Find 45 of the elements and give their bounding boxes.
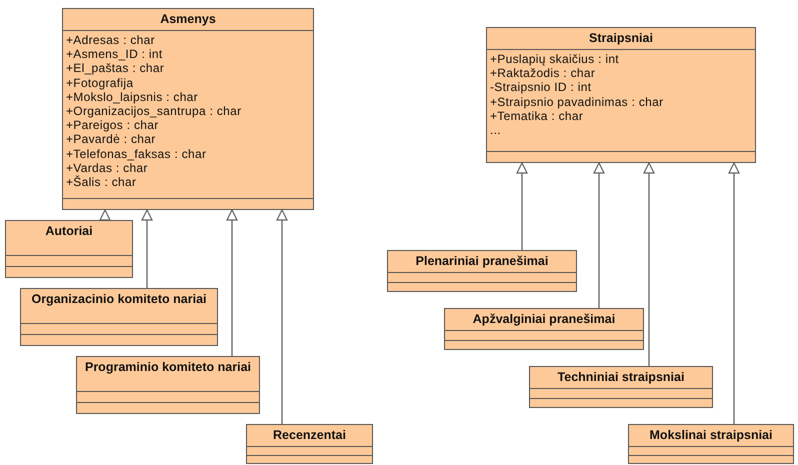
class-box [62,8,314,210]
inheritance-arrow [516,162,528,250]
class-box [444,308,644,350]
attribute-text: +Fotografija [66,76,134,90]
attribute-text: +Telefonas_faksas : char [66,146,208,161]
class-box [76,356,260,414]
class-box [486,27,756,163]
attribute-text: +Asmens_ID : int [66,47,164,62]
class-name: Autoriai [44,223,94,240]
class-name: Organizacinio komiteto nariai [30,291,208,308]
attribute-text: ... [490,123,502,138]
attribute-text: +Vardas : char [66,160,149,176]
inheritance-arrow [728,162,740,424]
attribute-text: +Organizacijos_santrupa : char [66,104,242,118]
class-box [5,220,133,278]
class-name: Apžvalginiai pranešimai [472,311,616,328]
attribute-text: +Šalis : char [66,175,138,190]
class-name: Plenariniai pranešimai [414,253,550,270]
attribute-text: +Pavardė : char [66,132,157,147]
attribute-text: +Mokslo_laipsnis : char [66,90,199,104]
class-name: Recenzentai [272,427,347,444]
class-name: Programinio komiteto nariai [84,359,252,376]
inheritance-arrow [593,162,605,308]
inheritance-arrow [141,209,153,288]
class-box [387,250,577,292]
inheritance-arrow [226,209,238,356]
inheritance-arrow [643,162,655,366]
class-box [628,424,794,464]
attribute-text: +Puslapių skaičius : int [490,52,620,66]
attribute-text: +Adresas : char [66,33,156,48]
inheritance-arrow [99,209,111,221]
class-name: Techniniai straipsniai [556,369,686,386]
class-name: Mokslinai straipsniai [648,427,774,444]
class-name: Asmenys [159,11,217,28]
inheritance-arrow [276,209,288,424]
attribute-text: -Straipsnio ID : int [490,80,592,95]
class-box [20,288,218,346]
attribute-text: +Pareigos : char [66,118,160,132]
class-name: Straipsniai [588,30,654,47]
attribute-text: +El_paštas : char [66,61,166,76]
attribute-text: +Raktažodis : char [490,66,596,80]
attribute-text: +Straipsnio pavadinimas : char [490,94,664,109]
attribute-text: +Tematika : char [490,108,584,124]
class-box [529,366,713,408]
class-box [246,424,373,464]
